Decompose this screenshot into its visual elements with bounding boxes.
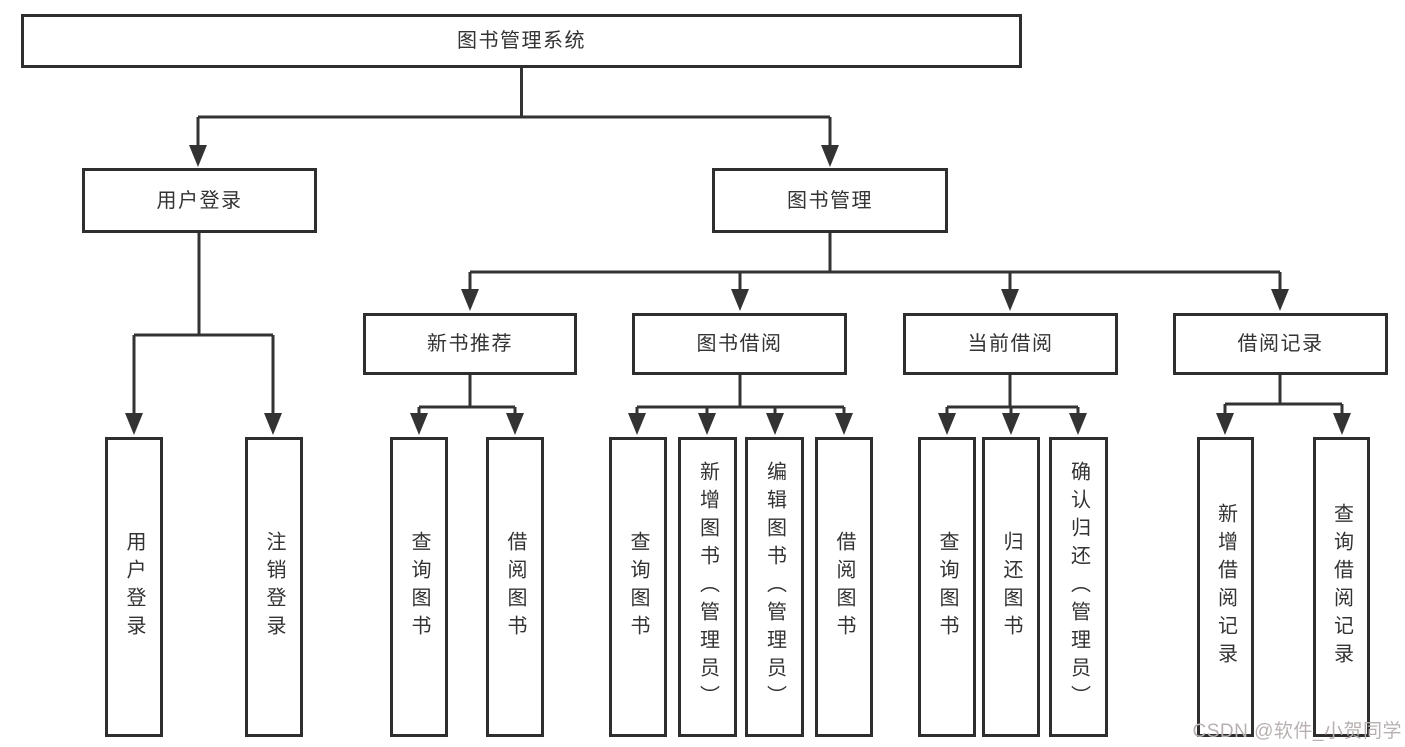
leaf-return-books: 归还图书 [982,437,1040,737]
leaf-query-books-3-label: 查询图书 [936,531,958,643]
leaf-return-books-label: 归还图书 [1000,531,1022,643]
leaf-user-login: 用户登录 [105,437,163,737]
leaf-query-borrow-record: 查询借阅记录 [1313,437,1370,737]
leaf-logout-login-label: 注销登录 [263,531,285,643]
leaf-logout-login: 注销登录 [245,437,303,737]
node-root-label: 图书管理系统 [457,30,586,52]
node-root: 图书管理系统 [21,14,1022,68]
node-current-borrow-label: 当前借阅 [967,333,1054,355]
leaf-add-borrow-record-label: 新增借阅记录 [1214,503,1237,671]
leaf-confirm-return-admin-label: 确认归还（管理员） [1067,461,1090,713]
node-current-borrow: 当前借阅 [903,313,1118,375]
arrowheads [125,145,1351,435]
leaf-user-login-label: 用户登录 [123,531,145,643]
leaf-add-borrow-record: 新增借阅记录 [1197,437,1254,737]
node-borrow-records: 借阅记录 [1173,313,1388,375]
node-user-login-label: 用户登录 [156,189,243,212]
leaf-borrow-books-1-label: 借阅图书 [504,531,526,643]
node-user-login: 用户登录 [82,168,317,233]
node-new-book-recommend: 新书推荐 [363,313,577,375]
node-book-management: 图书管理 [712,168,948,233]
leaf-borrow-books-2: 借阅图书 [815,437,873,737]
node-book-borrow: 图书借阅 [632,313,847,375]
leaf-add-books-admin-label: 新增图书（管理员） [696,461,719,713]
leaf-borrow-books-2-label: 借阅图书 [833,531,855,643]
node-book-borrow-label: 图书借阅 [696,333,783,355]
node-book-management-label: 图书管理 [787,189,873,212]
node-new-book-recommend-label: 新书推荐 [427,333,513,355]
leaf-query-books-3: 查询图书 [918,437,976,737]
leaf-edit-books-admin-label: 编辑图书（管理员） [763,461,786,713]
leaf-add-books-admin: 新增图书（管理员） [678,437,737,737]
leaf-query-books-1: 查询图书 [390,437,448,737]
leaf-edit-books-admin: 编辑图书（管理员） [745,437,804,737]
watermark: CSDN @软件_小贺同学 [1192,721,1402,742]
leaf-query-borrow-record-label: 查询借阅记录 [1330,503,1353,671]
leaf-query-books-2-label: 查询图书 [627,531,649,643]
leaf-confirm-return-admin: 确认归还（管理员） [1049,437,1108,737]
leaf-borrow-books-1: 借阅图书 [486,437,544,737]
leaf-query-books-1-label: 查询图书 [408,531,430,643]
node-borrow-records-label: 借阅记录 [1237,333,1324,355]
leaf-query-books-2: 查询图书 [609,437,667,737]
